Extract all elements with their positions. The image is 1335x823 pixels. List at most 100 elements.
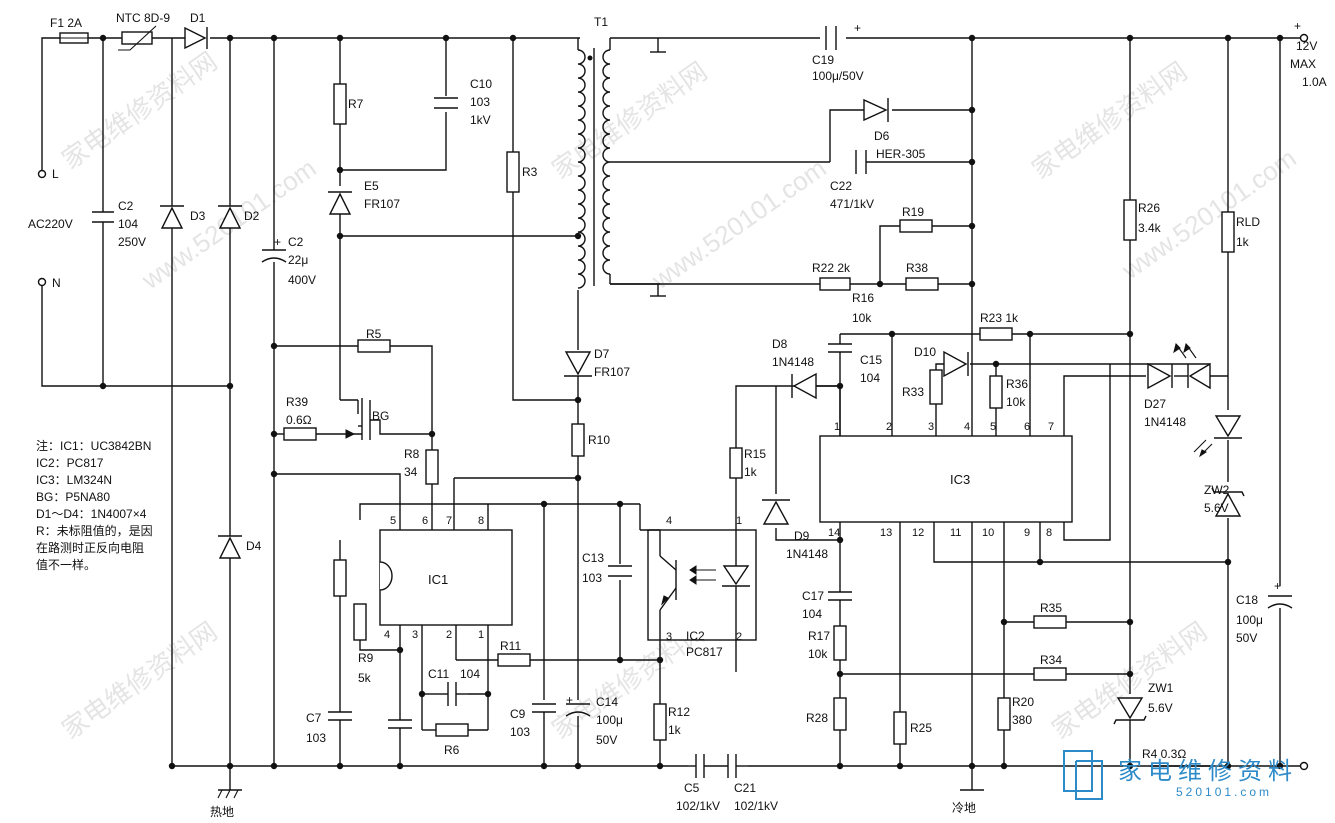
svg-text:R6: R6 (444, 743, 460, 757)
note-line: 注：IC1：UC3842BN (36, 439, 152, 453)
diode-d3 (160, 200, 184, 229)
svg-text:R3: R3 (522, 165, 538, 179)
svg-text:1k: 1k (744, 465, 758, 479)
svg-text:14: 14 (828, 527, 840, 539)
svg-text:1: 1 (736, 515, 742, 527)
resistor-r25 (893, 711, 907, 745)
svg-text:100μ/50V: 100μ/50V (812, 69, 864, 83)
resistor-r4 (333, 559, 347, 597)
svg-text:R10: R10 (588, 433, 610, 447)
svg-text:2: 2 (736, 631, 742, 643)
resistor-rld (1221, 211, 1235, 253)
svg-text:1k: 1k (668, 723, 682, 737)
svg-text:50V: 50V (596, 733, 617, 747)
svg-text:D6: D6 (874, 129, 890, 143)
svg-text:C15: C15 (860, 353, 882, 367)
svg-text:12: 12 (912, 527, 924, 539)
led-indicator (1173, 343, 1211, 390)
diode-d9 (762, 499, 790, 525)
svg-text:R8: R8 (404, 447, 420, 461)
resistor-r28 (833, 697, 847, 731)
mosfet-bg (340, 398, 432, 440)
resistor-r12 (653, 703, 667, 741)
transformer-t1 (577, 38, 611, 289)
svg-text:1k: 1k (1236, 235, 1250, 249)
note-line: 在路测时正反向电阻 (36, 541, 145, 555)
resistor-r8 (425, 449, 439, 485)
note-line: 值不一样。 (36, 558, 97, 572)
capacitor-c17 (828, 591, 852, 606)
svg-text:+: + (854, 21, 861, 35)
svg-text:10k: 10k (1006, 395, 1026, 409)
svg-text:5: 5 (990, 421, 996, 433)
resistor-r11 (497, 653, 531, 667)
svg-text:104: 104 (460, 667, 480, 681)
svg-text:R25: R25 (910, 721, 932, 735)
svg-text:D9: D9 (794, 529, 810, 543)
ic3-pin-labels: 1 2 3 4 5 6 7 14 13 12 11 10 9 8 (828, 421, 1054, 539)
diode-d4 (218, 530, 242, 559)
svg-text:6: 6 (422, 515, 428, 527)
svg-text:MAX: MAX (1290, 57, 1316, 71)
diode-e5 (328, 191, 352, 215)
resistor-r5 (357, 339, 391, 353)
svg-text:2: 2 (446, 629, 452, 641)
svg-text:E5: E5 (364, 179, 379, 193)
svg-text:T1: T1 (594, 15, 608, 29)
svg-text:11: 11 (950, 527, 961, 539)
svg-text:1: 1 (834, 421, 840, 433)
svg-text:冷地: 冷地 (952, 801, 976, 815)
svg-text:22μ: 22μ (288, 253, 308, 267)
svg-text:R20: R20 (1012, 695, 1034, 709)
capacitor-c13 (608, 565, 632, 577)
svg-text:R5: R5 (366, 327, 382, 341)
svg-text:R9: R9 (358, 651, 374, 665)
fuse-f1 (59, 32, 89, 44)
terminal-out-positive (1299, 33, 1309, 43)
resistor-r34 (1033, 667, 1067, 681)
svg-text:C19: C19 (812, 53, 834, 67)
svg-text:4: 4 (666, 515, 672, 527)
wires (41, 37, 1300, 790)
resistor-r26 (1123, 199, 1137, 241)
svg-text:C2: C2 (118, 199, 134, 213)
resistor-r35 (1033, 615, 1067, 629)
svg-text:D27: D27 (1144, 397, 1166, 411)
zener-zw2 (1211, 487, 1245, 517)
svg-text:C14: C14 (596, 695, 618, 709)
svg-text:104: 104 (118, 217, 138, 231)
capacitor-c5 (695, 754, 705, 778)
svg-text:家电维修资料网: 家电维修资料网 (56, 616, 222, 745)
svg-text:BG: BG (372, 409, 389, 423)
svg-text:R38: R38 (906, 261, 928, 275)
svg-text:13: 13 (880, 527, 892, 539)
svg-text:5.6V: 5.6V (1204, 501, 1229, 515)
svg-text:C5: C5 (684, 781, 700, 795)
diode-d1 (184, 26, 208, 50)
svg-text:R17: R17 (808, 629, 830, 643)
svg-text:C7: C7 (306, 711, 322, 725)
svg-text:4: 4 (384, 629, 390, 641)
capacitor-c11 (436, 682, 468, 706)
svg-text:104: 104 (860, 371, 880, 385)
resistor-r7 (333, 83, 347, 125)
electrolytic-c18 (1267, 595, 1293, 609)
svg-text:3: 3 (412, 629, 418, 641)
svg-text:100μ: 100μ (1236, 613, 1263, 627)
svg-text:D8: D8 (772, 337, 788, 351)
svg-text:0.6Ω: 0.6Ω (286, 413, 312, 427)
svg-text:3: 3 (928, 421, 934, 433)
svg-text:1N4148: 1N4148 (786, 547, 828, 561)
svg-text:9: 9 (1024, 527, 1030, 539)
svg-text:5.6V: 5.6V (1148, 701, 1173, 715)
svg-text:471/1kV: 471/1kV (830, 197, 874, 211)
logo-mark-icon (1063, 750, 1103, 800)
capacitor-c22 (855, 150, 867, 174)
resistor-r17 (833, 625, 847, 661)
svg-text:6: 6 (1024, 421, 1030, 433)
svg-text:8: 8 (478, 515, 484, 527)
diode-d7 (564, 351, 592, 377)
svg-text:C22: C22 (830, 179, 852, 193)
svg-text:D3: D3 (190, 209, 206, 223)
svg-text:家电维修资料网: 家电维修资料网 (56, 46, 222, 175)
